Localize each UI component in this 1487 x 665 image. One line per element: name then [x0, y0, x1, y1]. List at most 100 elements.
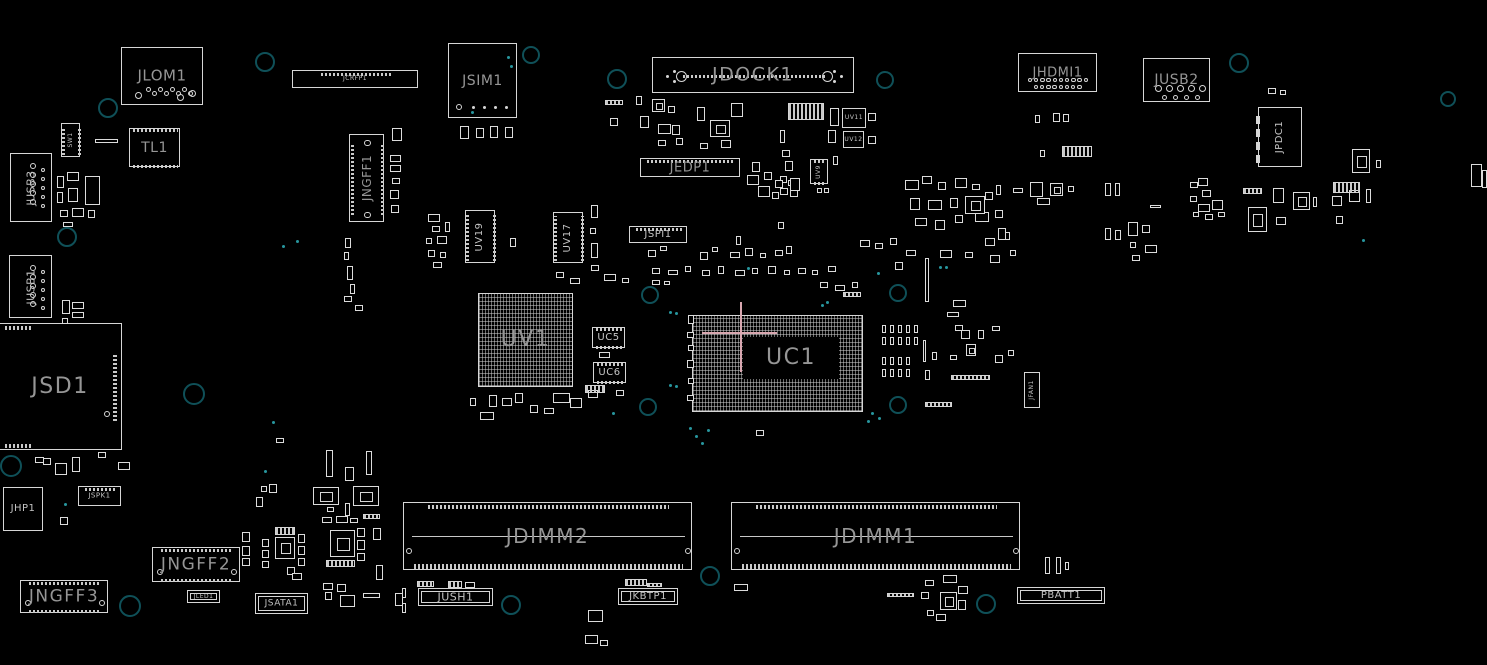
- smd-part[interactable]: [835, 285, 845, 291]
- smd-part[interactable]: [395, 593, 403, 606]
- smd-part[interactable]: [376, 565, 383, 580]
- pin-header[interactable]: [951, 375, 990, 380]
- smd-part[interactable]: [357, 528, 365, 537]
- smd-part[interactable]: [721, 140, 731, 148]
- smd-part[interactable]: [610, 118, 618, 126]
- smd-part[interactable]: [784, 270, 790, 275]
- smd-part[interactable]: [782, 150, 790, 157]
- smd-part[interactable]: [978, 330, 984, 339]
- smd-part[interactable]: [652, 268, 660, 274]
- smd-part[interactable]: [775, 250, 783, 256]
- smd-part[interactable]: [1013, 188, 1023, 193]
- smd-part[interactable]: [1010, 250, 1016, 256]
- smd-part[interactable]: [664, 281, 670, 285]
- smd-part[interactable]: [780, 188, 788, 195]
- smd-part[interactable]: [392, 178, 400, 184]
- smd-part[interactable]: [961, 330, 970, 339]
- component-jdimm1[interactable]: JDIMM1: [731, 502, 1020, 570]
- smd-part[interactable]: [85, 176, 100, 205]
- component-jspk1[interactable]: JSPK1: [78, 486, 121, 506]
- smd-part[interactable]: [390, 155, 401, 162]
- smd-part[interactable]: [785, 161, 793, 171]
- smd-part[interactable]: [570, 278, 580, 284]
- smd-part[interactable]: [1273, 188, 1284, 203]
- smd-part[interactable]: [1190, 182, 1198, 188]
- smd-part[interactable]: [820, 282, 828, 288]
- smd-part[interactable]: [687, 332, 694, 338]
- smd-part[interactable]: [588, 610, 603, 622]
- smd-part[interactable]: [256, 497, 263, 507]
- smd-part[interactable]: [938, 182, 946, 190]
- smd-part[interactable]: [1268, 88, 1276, 94]
- smd-part[interactable]: [1280, 90, 1286, 95]
- smd-part[interactable]: [955, 215, 963, 223]
- component-jngff1[interactable]: JNGFF1: [349, 134, 384, 222]
- component-jspi1[interactable]: JSPI1: [629, 226, 687, 243]
- smd-part[interactable]: [950, 198, 958, 208]
- smd-part[interactable]: [242, 558, 250, 566]
- smd-part[interactable]: [688, 345, 694, 351]
- smd-part[interactable]: [515, 393, 523, 403]
- smd-part[interactable]: [57, 176, 64, 188]
- smd-part[interactable]: [817, 188, 822, 193]
- smd-part[interactable]: [830, 108, 839, 126]
- component-uv17[interactable]: UV17: [553, 212, 584, 263]
- smd-part[interactable]: [1482, 170, 1487, 188]
- smd-part[interactable]: [972, 184, 980, 190]
- smd-part[interactable]: [1053, 113, 1060, 122]
- qfn-chip[interactable]: [313, 487, 339, 505]
- smd-part[interactable]: [1218, 212, 1225, 217]
- smd-part[interactable]: [998, 228, 1006, 240]
- smd-part[interactable]: [1313, 197, 1317, 207]
- pin-header[interactable]: [625, 579, 647, 586]
- smd-part[interactable]: [925, 370, 930, 380]
- smd-part[interactable]: [906, 369, 910, 377]
- smd-part[interactable]: [730, 252, 740, 258]
- smd-part[interactable]: [1212, 200, 1223, 210]
- component-jdock1[interactable]: JDOCK1: [652, 57, 854, 93]
- smd-part[interactable]: [298, 558, 305, 566]
- smd-part[interactable]: [890, 337, 894, 345]
- component-jush1[interactable]: JUSH1: [418, 588, 493, 606]
- smd-part[interactable]: [660, 246, 667, 251]
- smd-part[interactable]: [1336, 216, 1343, 224]
- pin-header[interactable]: [326, 560, 355, 567]
- smd-part[interactable]: [530, 405, 538, 413]
- smd-part[interactable]: [906, 357, 910, 365]
- smd-part[interactable]: [898, 337, 902, 345]
- smd-part[interactable]: [747, 175, 759, 185]
- smd-part[interactable]: [426, 238, 432, 244]
- smd-part[interactable]: [350, 518, 358, 523]
- smd-part[interactable]: [734, 584, 748, 591]
- smd-part[interactable]: [955, 325, 963, 331]
- smd-part[interactable]: [882, 369, 886, 377]
- smd-part[interactable]: [72, 312, 84, 318]
- smd-part[interactable]: [298, 546, 305, 555]
- smd-part[interactable]: [914, 325, 918, 333]
- smd-part[interactable]: [505, 127, 513, 138]
- component-jfan1[interactable]: JFAN1: [1024, 372, 1040, 408]
- component-jlom1[interactable]: JLOM1: [121, 47, 203, 105]
- smd-part[interactable]: [955, 178, 967, 188]
- component-jsata1[interactable]: JSATA1: [255, 593, 308, 614]
- smd-part[interactable]: [326, 450, 333, 477]
- pin-header[interactable]: [925, 402, 952, 407]
- component-uv9[interactable]: UV9: [810, 159, 828, 185]
- smd-part[interactable]: [828, 266, 836, 272]
- smd-part[interactable]: [700, 143, 708, 149]
- smd-part[interactable]: [357, 553, 365, 561]
- component-jcrfp1[interactable]: JCRFP1: [292, 70, 418, 88]
- smd-part[interactable]: [63, 222, 73, 227]
- smd-part[interactable]: [735, 270, 745, 276]
- smd-part[interactable]: [298, 534, 305, 543]
- smd-part[interactable]: [1366, 189, 1371, 203]
- smd-part[interactable]: [72, 302, 84, 309]
- smd-part[interactable]: [756, 430, 764, 436]
- smd-part[interactable]: [1145, 245, 1157, 253]
- smd-part[interactable]: [925, 580, 934, 586]
- smd-part[interactable]: [828, 130, 836, 143]
- smd-part[interactable]: [88, 210, 95, 218]
- smd-part[interactable]: [772, 192, 779, 199]
- smd-part[interactable]: [60, 517, 68, 525]
- pin-header[interactable]: [417, 581, 434, 587]
